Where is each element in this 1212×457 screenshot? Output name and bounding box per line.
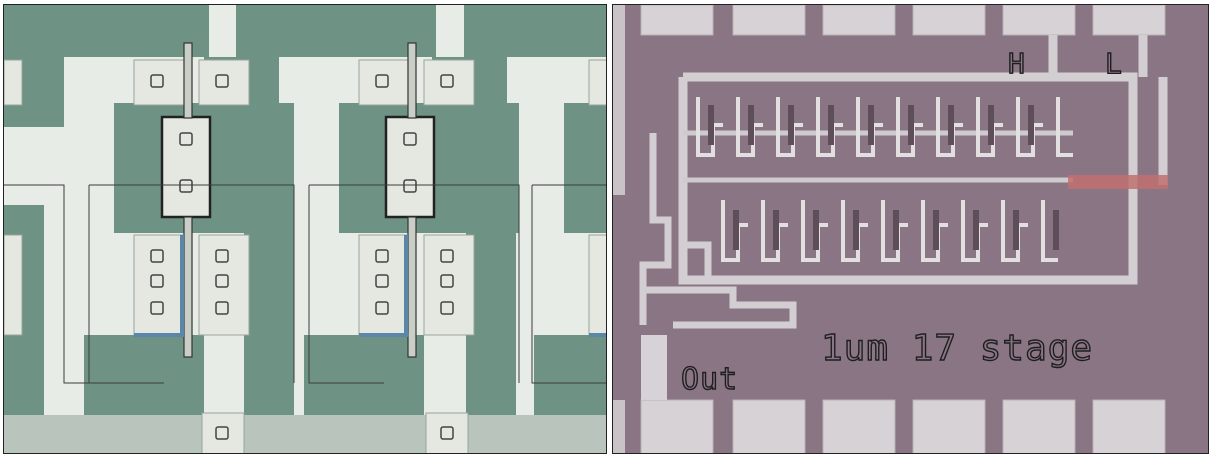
- contacts: [150, 74, 454, 440]
- out-lead: [641, 335, 667, 400]
- label-main: 1um 17 stage: [821, 328, 1093, 369]
- bottom-pads: [640, 399, 1166, 453]
- lower-stage-cells: [721, 200, 1059, 262]
- ring-frame: [678, 35, 1168, 285]
- label-h: H: [1008, 47, 1026, 80]
- left-micrograph: [3, 4, 607, 454]
- right-micrograph: H L 1um 17 stage Out: [612, 4, 1209, 454]
- gate-structures: [160, 42, 436, 358]
- contact-pads: [4, 59, 606, 453]
- left-rail: [613, 5, 625, 195]
- left-micrograph-svg: [4, 5, 606, 453]
- boundary-lines: [4, 184, 606, 384]
- red-trace: [1068, 175, 1168, 189]
- right-micrograph-svg: H L 1um 17 stage Out: [613, 5, 1208, 453]
- label-out: Out: [681, 362, 738, 397]
- upper-stage-cells: [696, 97, 1073, 157]
- top-pads: [640, 5, 1166, 36]
- label-l: L: [1105, 47, 1123, 80]
